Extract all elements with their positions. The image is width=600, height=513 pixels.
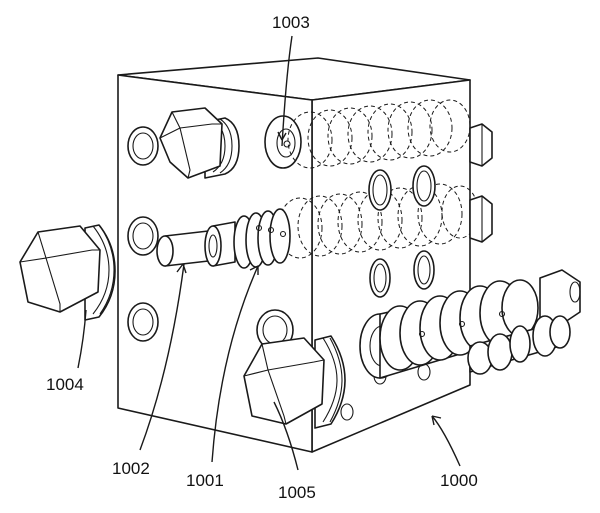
label-1004: 1004 bbox=[46, 375, 84, 394]
right-spool-assembly bbox=[359, 269, 581, 379]
top-hex-plug bbox=[159, 107, 240, 179]
front-hex-plug bbox=[243, 335, 346, 429]
reference-numerals: 1003 1004 1002 1001 1005 1000 bbox=[46, 13, 478, 502]
label-1002: 1002 bbox=[112, 459, 150, 478]
middle-piston-assembly bbox=[156, 208, 291, 269]
left-hex-plug bbox=[19, 224, 116, 321]
label-1001: 1001 bbox=[186, 471, 224, 490]
label-1000: 1000 bbox=[440, 471, 478, 490]
front-face-ports bbox=[127, 126, 354, 421]
upper-bore bbox=[264, 99, 471, 169]
right-side-fittings bbox=[469, 123, 493, 243]
right-face-ports bbox=[368, 165, 436, 385]
leader-lines bbox=[77, 35, 461, 471]
label-1003: 1003 bbox=[272, 13, 310, 32]
label-1005: 1005 bbox=[278, 483, 316, 502]
